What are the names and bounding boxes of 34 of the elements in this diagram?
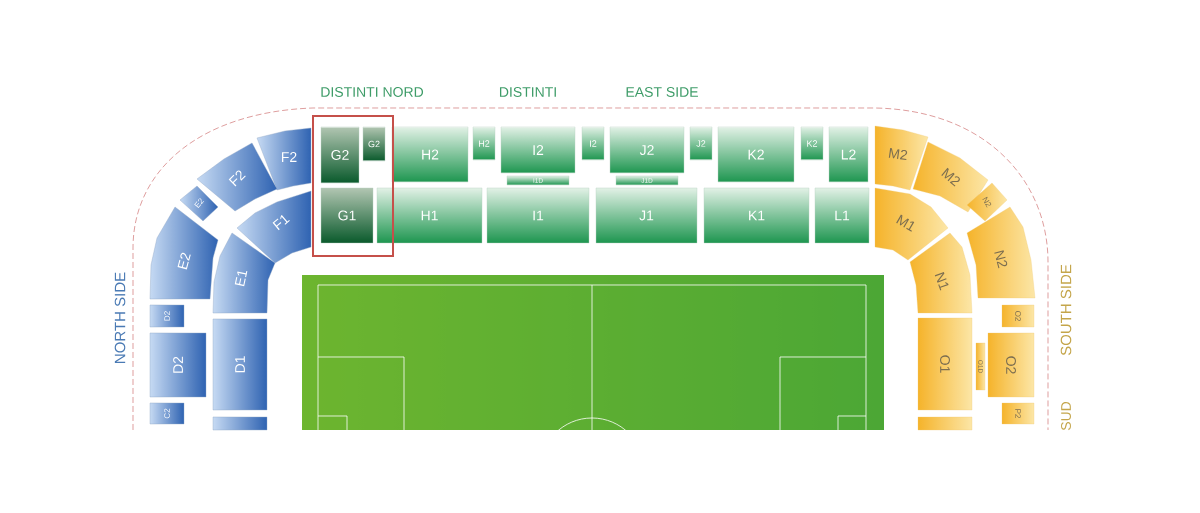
seating-sector: D2: [149, 304, 185, 328]
stand-label: DISTINTI: [500, 87, 556, 97]
seating-sector: G2: [320, 126, 360, 184]
seating-sector: G2: [362, 126, 386, 162]
seating-sector: D2: [149, 332, 207, 398]
seating-sector: C2: [149, 402, 185, 425]
seating-sector: [917, 416, 973, 431]
stand-label: SOUTH SIDE: [1060, 264, 1072, 356]
seating-sector: D1: [212, 318, 268, 411]
seating-sector: O2: [1001, 304, 1035, 328]
seating-sector: H1: [376, 187, 483, 244]
seating-sector: L1: [814, 187, 870, 244]
seating-sector: K1: [703, 187, 810, 244]
seating-sector: J2: [609, 126, 685, 174]
stand-label: DISTINTI NORD: [321, 87, 424, 97]
highlight-frame: [312, 115, 394, 257]
seating-sector: O2: [987, 332, 1035, 398]
seating-sector: J1: [595, 187, 698, 244]
seating-sector: L2: [828, 126, 869, 183]
seating-sector: I1: [486, 187, 590, 244]
seating-sector: J2: [689, 126, 713, 161]
stand-label: EAST SIDE: [626, 87, 698, 97]
seating-sector: G1: [320, 187, 374, 244]
seating-sector: O1: [917, 317, 973, 411]
seating-sector: I2: [500, 126, 576, 174]
seating-sector: K2: [800, 126, 824, 161]
seating-sector: P2: [1001, 402, 1035, 425]
seating-sector: [212, 416, 268, 431]
seating-sector: H2: [391, 126, 469, 183]
stand-label: NORTH SIDE: [114, 272, 126, 363]
seating-sector: K2: [717, 126, 795, 183]
stand-label: SUD: [1061, 401, 1071, 431]
seating-sector: H2: [472, 126, 496, 161]
seating-sector: I2: [581, 126, 605, 161]
